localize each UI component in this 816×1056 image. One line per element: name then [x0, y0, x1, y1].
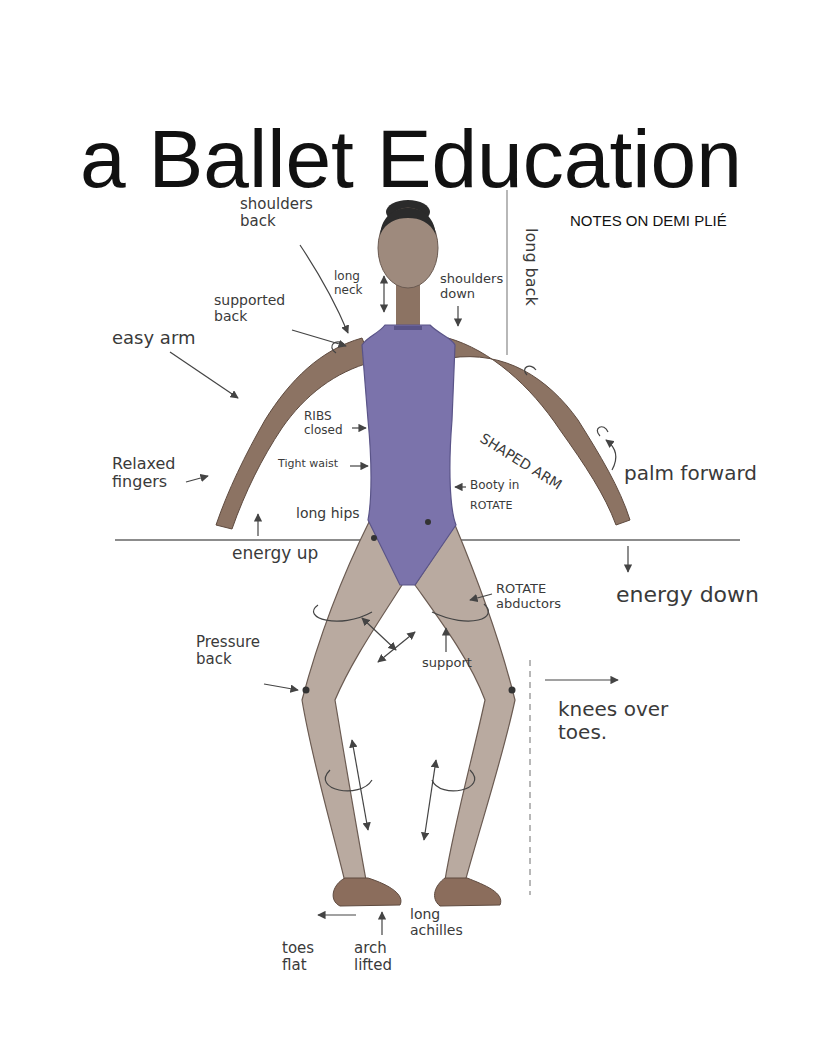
- knee-dot: [303, 687, 310, 694]
- annotation-note: knees over toes.: [558, 698, 678, 744]
- annotation-note: ROTATE: [470, 500, 513, 513]
- annotation-note: Tight waist: [278, 458, 338, 471]
- annotation-note: ROTATE abductors: [496, 582, 586, 612]
- leader-line: [525, 366, 536, 375]
- knee-dot: [509, 687, 516, 694]
- leader-line: [264, 684, 298, 690]
- leader-line: [362, 618, 396, 650]
- subtitle: NOTES ON DEMI PLIÉ: [570, 212, 727, 229]
- right-leg: [415, 525, 515, 882]
- back-line: [506, 190, 507, 355]
- hip-dot: [425, 519, 431, 525]
- leader-line: [170, 352, 238, 398]
- left-arm: [216, 338, 372, 529]
- hip-dot: [371, 535, 377, 541]
- head: [378, 208, 438, 288]
- title: a Ballet Education: [80, 118, 742, 200]
- collar: [394, 326, 422, 330]
- annotation-note: long achilles: [410, 906, 480, 938]
- annotation-note: palm forward: [624, 462, 757, 485]
- leader-line: [597, 427, 608, 436]
- leader-line: [381, 912, 382, 935]
- annotation-note: long hips: [296, 505, 360, 521]
- annotation-note: long neck: [334, 270, 374, 298]
- annotation-note: Pressure back: [196, 634, 266, 669]
- leader-line: [606, 440, 616, 470]
- leader-line: [424, 760, 436, 840]
- annotation-note: Booty in: [470, 479, 519, 493]
- leader-line: [318, 914, 356, 915]
- leader-line: [545, 679, 618, 680]
- leader-line: [432, 770, 475, 791]
- plumb-line: [529, 660, 530, 895]
- leader-line: [352, 740, 368, 830]
- annotation-note: support: [422, 656, 472, 671]
- leader-line: [257, 514, 258, 536]
- leader-line: [627, 546, 628, 572]
- left-leg: [302, 520, 402, 882]
- annotation-note: supported back: [214, 292, 296, 324]
- leader-line: [350, 465, 368, 466]
- annotation-note: shoulders back: [240, 196, 330, 231]
- annotation-note: energy up: [232, 544, 318, 564]
- leader-line: [383, 276, 384, 312]
- annotation-note: easy arm: [112, 328, 196, 349]
- annotation-note: long back: [522, 228, 540, 306]
- leader-line: [378, 632, 415, 662]
- leader-line: [314, 605, 372, 621]
- annotation-note: arch lifted: [354, 940, 408, 975]
- left-slipper: [333, 878, 401, 906]
- leader-line: [455, 486, 466, 487]
- annotation-note: toes flat: [282, 940, 330, 975]
- leader-line: [325, 770, 372, 791]
- right-arm: [448, 338, 630, 525]
- leotard: [362, 325, 456, 585]
- annotation-note: shoulders down: [440, 272, 510, 302]
- leader-line: [352, 427, 366, 428]
- leader-line: [470, 594, 492, 600]
- leader-line: [292, 330, 346, 346]
- leader-line: [186, 476, 208, 482]
- right-slipper: [435, 878, 501, 906]
- annotation-note: energy down: [616, 582, 759, 607]
- leader-line: [457, 306, 458, 326]
- annotation-note: RIBS closed: [304, 410, 350, 438]
- leader-line: [445, 628, 446, 652]
- leader-line: [332, 342, 344, 353]
- annotation-note: Relaxed fingers: [112, 455, 184, 492]
- leader-line: [432, 604, 488, 621]
- hair: [380, 208, 436, 235]
